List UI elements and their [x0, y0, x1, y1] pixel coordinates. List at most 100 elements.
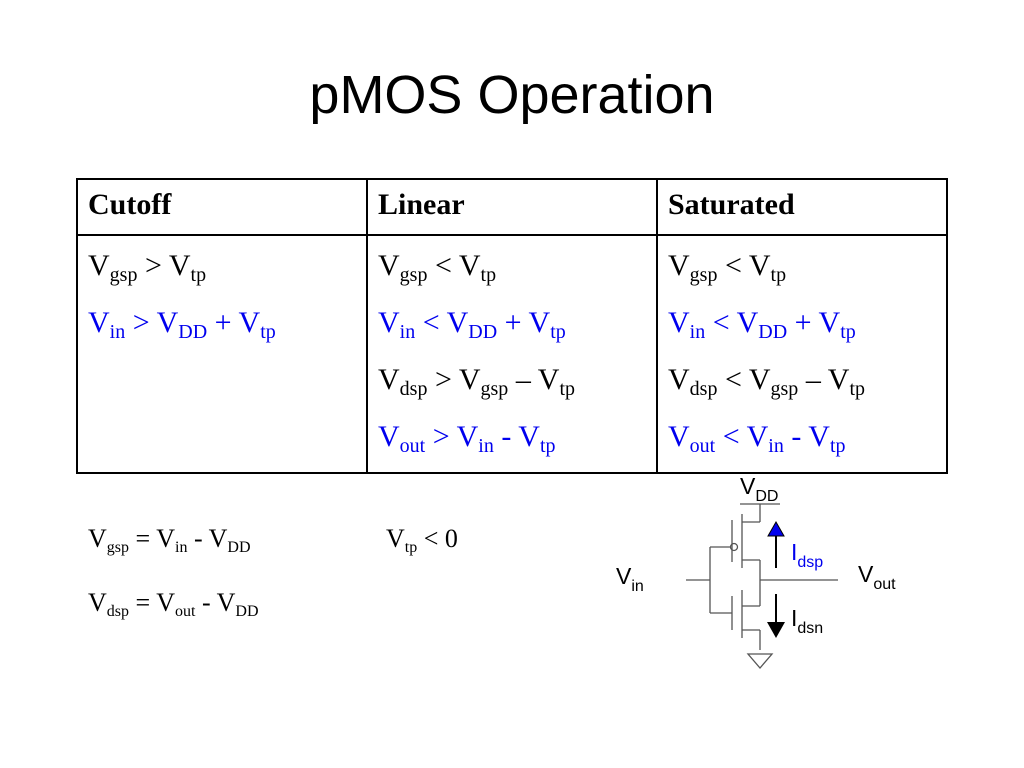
equation-text: V [668, 420, 690, 453]
vdd-label: VDD [740, 473, 778, 505]
subscript-text: dsp [689, 378, 718, 400]
subscript-text: out [175, 603, 196, 620]
subscript-text: tp [840, 321, 856, 343]
equation-text: - V [783, 420, 830, 453]
subscript-text: tp [550, 321, 566, 343]
equation-text: - V [493, 420, 540, 453]
subscript-text: gsp [399, 264, 428, 286]
idsn-arrow-icon [767, 594, 785, 638]
equation-text: > V [425, 420, 479, 453]
subscript-text: gsp [689, 264, 718, 286]
equation-text: < V [415, 306, 469, 339]
condition-line: Vgsp < Vtp [378, 244, 646, 301]
subscript-text: in [689, 321, 706, 343]
equation-text: V [378, 363, 400, 396]
subscript-text: in [399, 321, 416, 343]
equation-text: V [88, 588, 107, 617]
equation-text: - V [195, 588, 236, 617]
condition-line: Vgsp < Vtp [668, 244, 936, 301]
condition-line: Vin > VDD + Vtp [88, 301, 356, 358]
equation-text: + V [787, 306, 841, 339]
cutoff-conditions: Vgsp > Vtp Vin > VDD + Vtp [76, 234, 368, 474]
equation-text: < V [427, 249, 481, 282]
subscript-text: out [689, 435, 716, 457]
subscript-text: in [175, 539, 188, 556]
subscript-text: tp [539, 435, 556, 457]
subscript-text: gsp [480, 378, 509, 400]
idsn-label: Idsn [791, 605, 823, 637]
subscript-text: tp [480, 264, 497, 286]
subscript-text: in [109, 321, 126, 343]
equation-text: – V [798, 363, 850, 396]
condition-line: Vout > Vin - Vtp [378, 415, 646, 472]
equation-text: V [668, 306, 690, 339]
pmos-gate-bubble [729, 542, 739, 552]
vdsp-definition: Vdsp = Vout - VDD [88, 588, 259, 620]
idsp-label: Idsp [791, 539, 823, 571]
vgsp-definition: Vgsp = Vin - VDD [88, 524, 251, 556]
vtp-sign-note: Vtp < 0 [386, 524, 458, 556]
subscript-text: gsp [109, 264, 138, 286]
subscript-text: DD [468, 321, 498, 343]
cmos-inverter-schematic: VDD Vin Vout Idsp Idsn [616, 473, 896, 669]
equation-text: < 0 [417, 524, 458, 553]
subscript-text: out [399, 435, 426, 457]
subscript-text: gsp [770, 378, 799, 400]
header-linear: Linear [366, 178, 658, 236]
conditions-row: Vgsp > Vtp Vin > VDD + Vtp Vgsp < Vtp Vi… [76, 234, 948, 474]
equation-text: = V [129, 524, 175, 553]
subscript-text: tp [849, 378, 865, 400]
linear-conditions: Vgsp < Vtp Vin < VDD + Vtp Vdsp > Vgsp –… [366, 234, 658, 474]
table-header-row: Cutoff Linear Saturated [76, 178, 948, 236]
equation-text: V [386, 524, 405, 553]
header-saturated: Saturated [656, 178, 948, 236]
subscript-text: DD [758, 321, 788, 343]
saturated-conditions: Vgsp < Vtp Vin < VDD + Vtp Vdsp < Vgsp –… [656, 234, 948, 474]
subscript-text: tp [404, 539, 418, 556]
equation-text: = V [129, 588, 175, 617]
condition-line: Vin < VDD + Vtp [378, 301, 646, 358]
equation-text: < V [715, 420, 769, 453]
equation-text: V [378, 249, 400, 282]
equation-text: V [88, 249, 110, 282]
equation-text: V [668, 249, 690, 282]
subscript-text: in [478, 435, 494, 457]
idsp-arrow-icon [767, 520, 785, 568]
equation-text: V [668, 363, 690, 396]
subscript-text: tp [829, 435, 846, 457]
condition-line: Vgsp > Vtp [88, 244, 356, 301]
equation-text: < V [705, 306, 759, 339]
subscript-text: dsp [399, 378, 428, 400]
equation-text: > V [125, 306, 179, 339]
equation-text: V [378, 306, 400, 339]
equation-text: > V [427, 363, 481, 396]
equation-text: + V [497, 306, 551, 339]
equation-text: – V [508, 363, 560, 396]
subscript-text: tp [260, 321, 276, 343]
condition-line: Vin < VDD + Vtp [668, 301, 936, 358]
condition-line: Vdsp < Vgsp – Vtp [668, 358, 936, 415]
subscript-text: tp [190, 264, 207, 286]
subscript-text: tp [559, 378, 575, 400]
vout-label: Vout [858, 561, 896, 593]
subscript-text: in [768, 435, 784, 457]
subscript-text: DD [178, 321, 208, 343]
subscript-text: tp [770, 264, 787, 286]
equation-text: < V [717, 249, 771, 282]
subscript-text: DD [235, 603, 259, 620]
equation-text: + V [207, 306, 261, 339]
equation-text: V [88, 524, 107, 553]
equation-text: V [378, 420, 400, 453]
condition-line: Vdsp > Vgsp – Vtp [378, 358, 646, 415]
subscript-text: DD [227, 539, 251, 556]
vin-label: Vin [616, 563, 644, 595]
equation-text: V [88, 306, 110, 339]
subscript-text: dsp [106, 603, 130, 620]
subscript-text: gsp [106, 539, 130, 556]
slide-title: pMOS Operation [309, 65, 715, 125]
equation-text: - V [187, 524, 228, 553]
equation-text: < V [717, 363, 771, 396]
condition-line: Vout < Vin - Vtp [668, 415, 936, 472]
header-cutoff: Cutoff [76, 178, 368, 236]
operation-regions-table: Cutoff Linear Saturated Vgsp > Vtp Vin >… [76, 178, 948, 474]
